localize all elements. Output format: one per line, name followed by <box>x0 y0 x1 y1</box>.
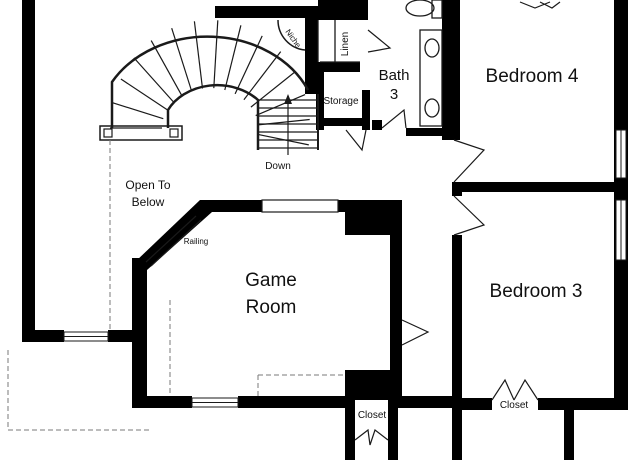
label-down: Down <box>265 161 291 172</box>
game-opening <box>261 199 339 213</box>
label-bath-line1: Bath <box>379 67 410 84</box>
railing <box>145 199 339 267</box>
wall-left-outer <box>22 0 35 340</box>
stair-inner-rail <box>166 83 260 150</box>
wall-bedroom4-left <box>454 0 460 140</box>
stair-tread <box>243 51 282 101</box>
stair-outer-rail <box>110 35 310 128</box>
wall-bottom-left-a <box>22 330 64 342</box>
labels: Bedroom 4 Bedroom 3 Game Room Bath 3 Lin… <box>125 28 582 421</box>
wall-bedroom3-bottom-b <box>538 398 628 410</box>
door-linen <box>367 29 392 53</box>
door-bedroom4-closet <box>519 1 561 9</box>
wall-closet-block <box>345 370 395 400</box>
wall-game-left <box>132 258 147 408</box>
stair-tread <box>213 20 219 89</box>
stair-tread <box>234 35 263 95</box>
door-closet-game <box>354 428 389 446</box>
stair-tread <box>171 28 193 92</box>
label-bedroom-3: Bedroom 3 <box>490 281 583 302</box>
sink-upper <box>424 38 440 58</box>
stair-tread <box>193 21 204 89</box>
railing-line-a <box>145 215 197 263</box>
down-arrow-head <box>284 94 292 104</box>
label-closet-game: Closet <box>358 410 387 421</box>
wall-bath-bottom <box>406 128 446 136</box>
wall-closet-left <box>345 398 355 460</box>
wall-niche-right <box>305 6 318 94</box>
niche-outline <box>277 19 306 51</box>
label-game-room-line2: Room <box>246 297 297 318</box>
door-bath <box>381 108 407 129</box>
label-bedroom-4: Bedroom 4 <box>486 66 579 87</box>
wall-closet2-right <box>564 400 574 460</box>
stair-tread <box>112 102 164 120</box>
stair-tread <box>224 25 242 91</box>
vanity-counter <box>419 29 443 127</box>
stair-newel-right <box>169 128 179 138</box>
stair-newel-left <box>103 128 113 138</box>
wall-bedroom3-left <box>452 235 462 405</box>
stair-tread <box>255 94 306 117</box>
label-open-to-below-line1: Open To <box>125 178 170 192</box>
doors <box>345 1 561 446</box>
label-storage: Storage <box>323 96 358 107</box>
wall-linen-top <box>318 0 368 20</box>
stair-treads <box>110 20 310 146</box>
sink-lower <box>424 98 440 118</box>
stair-tread <box>250 71 296 108</box>
wall-hall-bottom <box>398 396 454 408</box>
wall-bedroom4-bottom <box>452 182 624 192</box>
label-bath-line2: 3 <box>390 86 398 103</box>
door-bedroom3 <box>453 195 486 236</box>
toilet-bowl <box>405 0 435 17</box>
stair-tread <box>120 78 168 111</box>
wall-game-right <box>390 200 402 405</box>
wall-bottom-left-b <box>108 330 138 342</box>
wall-closet-right <box>388 398 398 460</box>
railing-line-b <box>150 219 202 267</box>
wall-game-diagonal <box>135 200 212 270</box>
wall-storage-right <box>362 90 370 130</box>
door-bedroom4 <box>453 139 486 183</box>
door-game <box>401 319 430 346</box>
stair-tread <box>133 57 174 103</box>
wall-bed-corner <box>452 182 462 196</box>
label-closet-bedroom3: Closet <box>500 400 529 411</box>
wall-game-bottom-b <box>238 396 350 408</box>
stair-landing <box>99 125 183 141</box>
wall-bath-stub <box>372 120 382 130</box>
label-railing: Railing <box>184 237 208 246</box>
wall-linen-bottom <box>318 62 360 72</box>
label-open-to-below-line2: Below <box>132 195 165 209</box>
stair-tread <box>150 40 183 96</box>
staircase <box>99 19 319 155</box>
wall-stair-top <box>215 6 310 18</box>
toilet-tank <box>431 0 443 19</box>
door-closet-bedroom3 <box>491 378 539 401</box>
wall-bath-right <box>442 0 454 140</box>
wall-closet2-left <box>452 400 462 460</box>
wall-storage-bottom <box>316 118 366 126</box>
label-linen: Linen <box>340 32 351 56</box>
wall-storage-left <box>316 70 324 130</box>
label-game-room-line1: Game <box>245 270 297 291</box>
walls <box>22 0 628 460</box>
bath-fixtures <box>317 0 443 127</box>
door-storage <box>345 129 367 152</box>
wall-game-bottom-a <box>132 396 192 408</box>
windows <box>63 129 627 408</box>
